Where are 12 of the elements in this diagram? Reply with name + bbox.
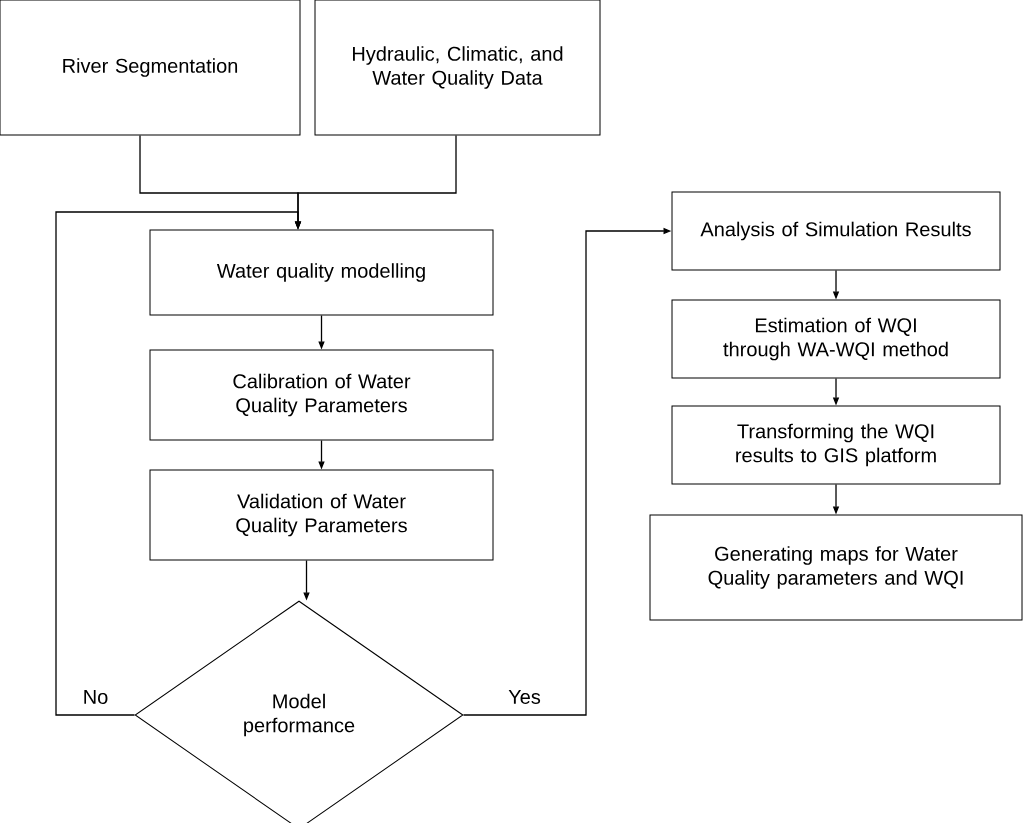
edge-label: No — [81, 689, 110, 705]
process-box: Analysis of Simulation Results — [671, 191, 1001, 271]
edge-label: Yes — [507, 689, 542, 705]
process-box: Validation of Water Quality Parameters — [149, 469, 494, 561]
process-box: Calibration of Water Quality Parameters — [149, 349, 494, 441]
process-box: Generating maps for Water Quality parameters and WQI — [649, 514, 1023, 621]
process-box: River Segmentation — [0, 0, 301, 136]
process-box: Transforming the WQI results to GIS platform — [671, 405, 1001, 485]
process-box: Hydraulic, Climatic, and Water Quality Data — [314, 0, 601, 136]
arrow — [55, 211, 302, 716]
process-box: Estimation of WQI through WA-WQI method — [671, 299, 1001, 379]
process-box: Water quality modelling — [149, 229, 494, 316]
